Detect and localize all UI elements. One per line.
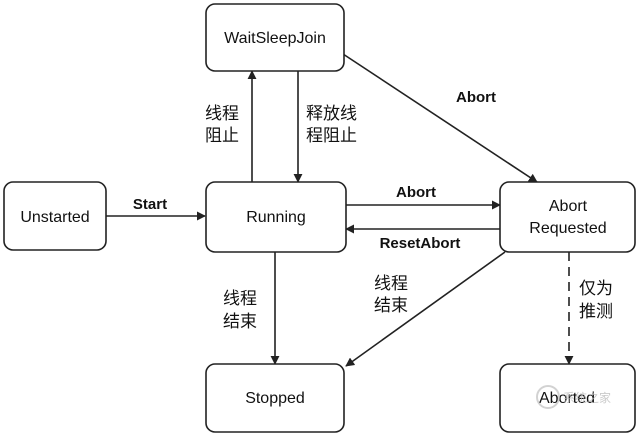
watermark: 系统之家: [536, 385, 611, 409]
label-abort-end-2: 结束: [374, 296, 408, 316]
state-wait-sleep-join: WaitSleepJoin: [205, 3, 345, 72]
state-stopped: Stopped: [205, 363, 345, 433]
watermark-logo-icon: [536, 385, 560, 409]
state-label: Stopped: [245, 390, 305, 407]
state-label: Aborted: [539, 390, 595, 407]
watermark-text: 系统之家: [563, 390, 611, 405]
state-aborted: Aborted: [499, 363, 636, 433]
label-block-thread-1: 线程: [205, 104, 239, 124]
label-running-end-1: 线程: [223, 289, 257, 309]
label-release-block-1: 释放线: [306, 104, 357, 124]
label-speculative-2: 推测: [579, 302, 613, 322]
label-running-end-2: 结束: [223, 312, 257, 332]
label-abort-from-wait: Abort: [456, 89, 496, 106]
label-reset-abort: ResetAbort: [380, 235, 461, 252]
label-release-block-2: 程阻止: [306, 126, 357, 146]
state-label-line1: Abort: [549, 198, 588, 215]
label-speculative-1: 仅为: [579, 279, 613, 299]
state-label-line2: Requested: [529, 220, 606, 237]
edge-abort-to-stopped: [345, 251, 506, 367]
edge-wait-to-abort: [339, 51, 538, 183]
label-block-thread-2: 阻止: [205, 126, 239, 146]
state-unstarted: Unstarted: [3, 181, 107, 251]
state-label: WaitSleepJoin: [224, 30, 326, 47]
state-label: Running: [246, 209, 306, 226]
label-abort-from-running: Abort: [396, 184, 436, 201]
state-running: Running: [205, 181, 347, 253]
state-label: Unstarted: [20, 209, 89, 226]
state-abort-requested: Abort Requested: [499, 181, 636, 253]
label-abort-end-1: 线程: [374, 274, 408, 294]
label-start: Start: [133, 196, 167, 213]
